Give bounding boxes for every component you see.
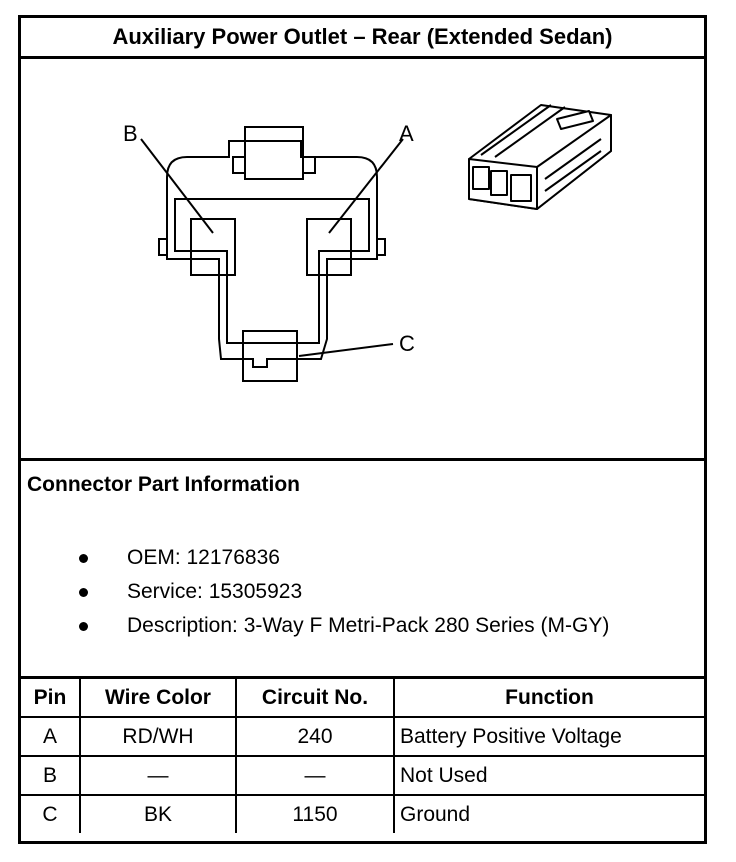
connector-housing-outline	[166, 140, 378, 368]
header-pin: Pin	[21, 679, 81, 718]
leader-line-b	[140, 138, 214, 234]
cavity-label-c: C	[399, 331, 415, 356]
cavity-c	[242, 330, 298, 382]
list-item-description: Description: 3-Way F Metri-Pack 280 Seri…	[21, 609, 609, 643]
connector-diagram: B A C	[21, 59, 704, 461]
cavity-b	[190, 218, 236, 276]
list-item-service: Service: 15305923	[21, 575, 609, 609]
cell-wire-color: RD/WH	[79, 716, 237, 757]
cell-wire-color: —	[79, 755, 237, 796]
info-description: Description: 3-Way F Metri-Pack 280 Seri…	[127, 614, 610, 637]
header-circuit-no: Circuit No.	[235, 679, 395, 718]
info-list: OEM: 12176836 Service: 15305923 Descript…	[21, 541, 609, 643]
connector-housing-inner	[174, 198, 370, 344]
table-row: C BK 1150 Ground	[21, 794, 704, 833]
cell-circuit-no: 1150	[235, 794, 395, 833]
connector-sheet: Auxiliary Power Outlet – Rear (Extended …	[18, 15, 707, 844]
cell-function: Ground	[393, 794, 704, 833]
cell-function: Not Used	[393, 755, 704, 796]
connector-latch	[244, 126, 304, 180]
cell-function: Battery Positive Voltage	[393, 716, 704, 757]
bullet-icon	[79, 588, 88, 597]
cell-circuit-no: 240	[235, 716, 395, 757]
cell-pin: A	[21, 716, 81, 757]
cavity-label-a: A	[399, 121, 414, 146]
cavity-label-b: B	[123, 121, 138, 146]
leader-line-a	[328, 138, 404, 234]
info-heading: Connector Part Information	[27, 473, 301, 496]
page-title: Auxiliary Power Outlet – Rear (Extended …	[21, 18, 704, 59]
cell-pin: B	[21, 755, 81, 796]
bullet-icon	[79, 554, 88, 563]
leader-line-c	[298, 343, 394, 357]
connector-part-information: Connector Part Information OEM: 12176836…	[21, 461, 704, 679]
list-item-oem: OEM: 12176836	[21, 541, 609, 575]
cell-circuit-no: —	[235, 755, 395, 796]
info-service: Service: 15305923	[127, 580, 303, 603]
table-row: B — — Not Used	[21, 755, 704, 796]
cell-wire-color: BK	[79, 794, 237, 833]
table-row: A RD/WH 240 Battery Positive Voltage	[21, 716, 704, 757]
cavity-a	[306, 218, 352, 276]
pin-table: Pin Wire Color Circuit No. Function A RD…	[21, 679, 704, 833]
bullet-icon	[79, 622, 88, 631]
cell-pin: C	[21, 794, 81, 833]
header-wire-color: Wire Color	[79, 679, 237, 718]
info-oem: OEM: 12176836	[127, 546, 280, 569]
connector-face-drawing: B A C	[123, 104, 612, 382]
connector-isometric-view	[468, 104, 612, 210]
table-header-row: Pin Wire Color Circuit No. Function	[21, 679, 704, 718]
header-function: Function	[393, 679, 704, 718]
